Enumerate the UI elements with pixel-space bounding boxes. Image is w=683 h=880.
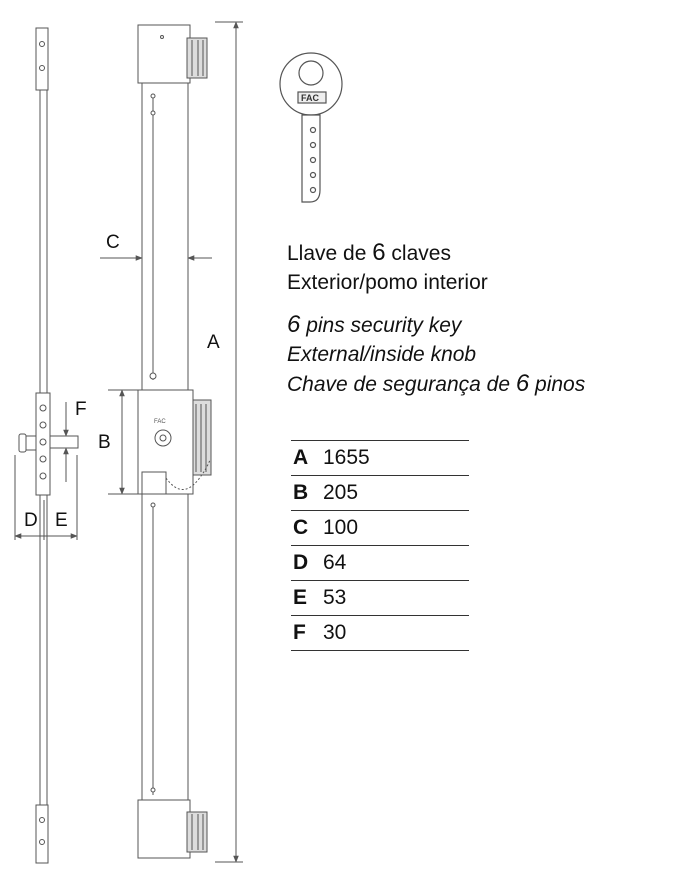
dimension-letter: D	[291, 545, 323, 581]
dimension-value: 64	[323, 545, 469, 581]
desc-es-line1-pre: Llave de	[287, 242, 373, 265]
dimension-letter: A	[291, 440, 323, 476]
description-es-line1: Llave de 6 claves	[287, 238, 488, 268]
dimension-letter: B	[291, 475, 323, 511]
label-D: D	[24, 510, 38, 531]
label-B: B	[98, 432, 111, 453]
desc-en-line1-num: 6	[287, 311, 301, 338]
front-view-lock	[137, 24, 212, 859]
key-head-marking: FAC	[301, 93, 320, 103]
desc-es-line1-num: 6	[372, 239, 386, 266]
dimension-value: 53	[323, 580, 469, 616]
lock-face-marking: FAC	[154, 419, 166, 425]
desc-pt-line3-post: pinos	[529, 373, 586, 396]
main-dimensions	[100, 21, 243, 863]
dimension-value: 1655	[323, 440, 469, 476]
key-illustration	[279, 52, 343, 203]
description-en-line2: External/inside knob	[287, 343, 477, 366]
description-multilingual: 6 pins security key External/inside knob…	[287, 310, 585, 399]
dimension-value: 30	[323, 615, 469, 651]
description-pt-line3: Chave de segurança de 6 pinos	[287, 369, 585, 399]
side-dimensions	[14, 402, 78, 540]
desc-en-line1-post: pins security key	[300, 314, 462, 337]
desc-pt-line3-num: 6	[515, 370, 530, 397]
description-spanish: Llave de 6 claves Exterior/pomo interior	[287, 238, 488, 297]
description-en-line1: 6 pins security key	[287, 310, 585, 340]
side-view-rod	[18, 27, 79, 864]
dimension-letter: F	[291, 615, 323, 651]
desc-pt-line3-pre: Chave de segurança de	[287, 373, 516, 396]
dimension-value: 100	[323, 510, 469, 546]
label-F: F	[75, 399, 87, 420]
dimension-value: 205	[323, 475, 469, 511]
dimension-letter: E	[291, 580, 323, 616]
desc-es-line1-post: claves	[385, 242, 451, 265]
description-es-line2: Exterior/pomo interior	[287, 271, 488, 294]
label-A: A	[207, 332, 220, 353]
label-C: C	[106, 232, 120, 253]
label-E: E	[55, 510, 68, 531]
dimension-letter: C	[291, 510, 323, 546]
